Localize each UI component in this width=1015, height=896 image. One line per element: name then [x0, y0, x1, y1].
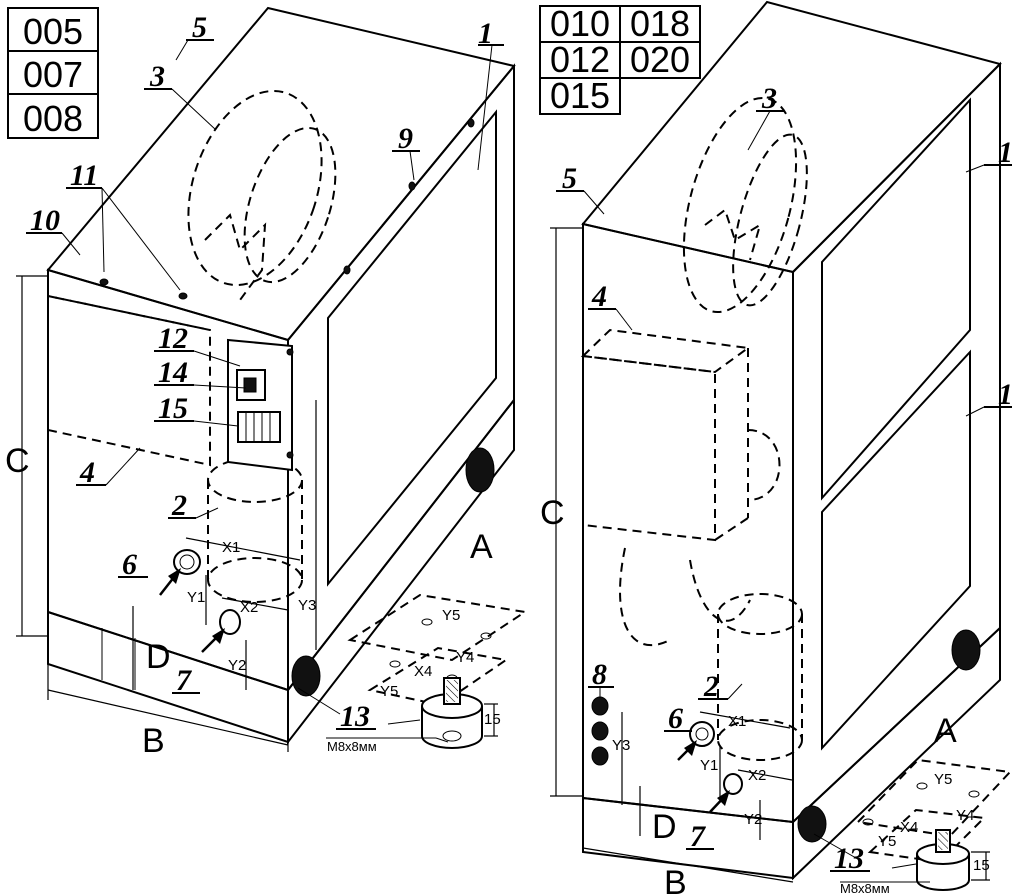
right-grille-lower: [821, 349, 971, 751]
right-internals: [580, 96, 808, 761]
left-dim-Y2: Y2: [228, 657, 246, 674]
right-callout-1b: 1: [998, 378, 1013, 411]
left-foot-detail: Y5 X4 Y4 Y5 15 M8x8мм: [297, 593, 528, 754]
left-electric-panel: [227, 338, 294, 472]
right-pipe-6: [689, 721, 715, 747]
right-pipe-7: [723, 773, 743, 795]
left-callout-2: 2: [171, 489, 187, 522]
left-callout-12: 12: [158, 322, 188, 355]
left-dim-Y5a: Y5: [442, 607, 460, 624]
right-dim-15: 15: [973, 857, 990, 874]
left-callout-5: 5: [192, 11, 207, 44]
left-dim-B: B: [142, 722, 165, 760]
left-side-grille: [327, 109, 497, 587]
right-model-3: 020: [630, 39, 690, 80]
right-cabinet: [581, 0, 1002, 881]
right-dim-Y5b: Y5: [878, 833, 896, 850]
right-callout-1a: 1: [998, 136, 1013, 169]
left-dim-Y3: Y3: [298, 597, 316, 614]
left-dim-X1: X1: [222, 539, 240, 556]
right-grille-upper: [821, 97, 971, 501]
right-callout-5: 5: [562, 162, 577, 195]
right-model-4: 015: [550, 75, 610, 116]
left-model-0: 005: [23, 11, 83, 52]
right-dim-Y2: Y2: [744, 811, 762, 828]
left-dim-15: 15: [484, 711, 501, 728]
left-callout-13: 13: [340, 700, 370, 733]
right-callouts: 1 1 3 5 4 2 8 6 7 13: [556, 82, 1013, 875]
left-foot-front: [291, 655, 321, 697]
right-dim-A: A: [934, 712, 957, 750]
right-callout-8: 8: [592, 658, 607, 691]
right-callout-3: 3: [761, 82, 777, 115]
right-dim-X1: X1: [728, 713, 746, 730]
left-model-1: 007: [23, 54, 83, 95]
right-foot-front: [797, 805, 827, 843]
left-dim-D: D: [146, 638, 171, 676]
left-callout-9: 9: [398, 122, 413, 155]
left-pipes: [159, 549, 241, 653]
right-model-0: 010: [550, 3, 610, 44]
right-pipes: [677, 721, 743, 813]
left-internals: [47, 89, 337, 603]
right-callout-6: 6: [668, 702, 683, 735]
left-terminal-block: [237, 411, 281, 443]
left-dim-C: C: [5, 442, 30, 480]
right-callout-7: 7: [690, 820, 706, 853]
left-thread-label: M8x8мм: [327, 739, 377, 754]
left-dim-A: A: [470, 528, 493, 566]
left-callout-15: 15: [158, 392, 188, 425]
left-model-table: 005 007 008: [7, 7, 99, 139]
right-dimensions: C B A D Y3 X1 Y1 X2 Y2: [540, 227, 957, 896]
left-dim-Y4: Y4: [456, 649, 474, 666]
left-callout-10: 10: [30, 204, 60, 237]
left-dim-X4: X4: [414, 663, 432, 680]
left-callout-7: 7: [176, 664, 192, 697]
right-foot-detail: Y5 X4 Y4 Y5 15 M8x8мм: [813, 758, 1013, 896]
right-dim-X4: X4: [900, 819, 918, 836]
left-foot-rear: [465, 447, 495, 493]
left-callout-11: 11: [70, 159, 98, 192]
right-dim-Y1: Y1: [700, 757, 718, 774]
left-callout-3: 3: [149, 60, 165, 93]
left-cabinet: [46, 6, 516, 745]
right-dim-Y3: Y3: [612, 737, 630, 754]
right-callout-13: 13: [834, 842, 864, 875]
right-model-1: 018: [630, 3, 690, 44]
right-model-table: 010 018 012 020 015: [539, 3, 701, 116]
left-callout-4: 4: [79, 456, 95, 489]
right-dim-Y5a: Y5: [934, 771, 952, 788]
left-dim-Y1: Y1: [187, 589, 205, 606]
right-dim-Y4: Y4: [956, 807, 974, 824]
left-model-2: 008: [23, 98, 83, 139]
right-dim-D: D: [652, 808, 677, 846]
left-callout-1: 1: [478, 17, 493, 50]
right-thread-label: M8x8мм: [840, 881, 890, 896]
right-callout-4: 4: [591, 280, 607, 313]
right-callout-2: 2: [703, 670, 719, 703]
left-dim-Y5b: Y5: [380, 683, 398, 700]
right-dim-B: B: [664, 864, 687, 896]
right-unit: 010 018 012 020 015: [539, 0, 1013, 896]
left-callouts: 1 5 3 9 11 10 12 14 15 4 2 6 7: [26, 11, 504, 733]
left-pipe-6: [173, 549, 201, 575]
right-dim-C: C: [540, 494, 565, 532]
right-dim-X2: X2: [748, 767, 766, 784]
left-unit: 005 007 008: [5, 6, 528, 760]
left-callout-14: 14: [158, 356, 188, 389]
left-dimensions: C B A D X1 Y1 X2 Y2 Y3: [5, 275, 493, 760]
left-callout-6: 6: [122, 548, 137, 581]
right-foot-rear: [951, 629, 981, 671]
right-model-2: 012: [550, 39, 610, 80]
left-dim-X2: X2: [240, 599, 258, 616]
